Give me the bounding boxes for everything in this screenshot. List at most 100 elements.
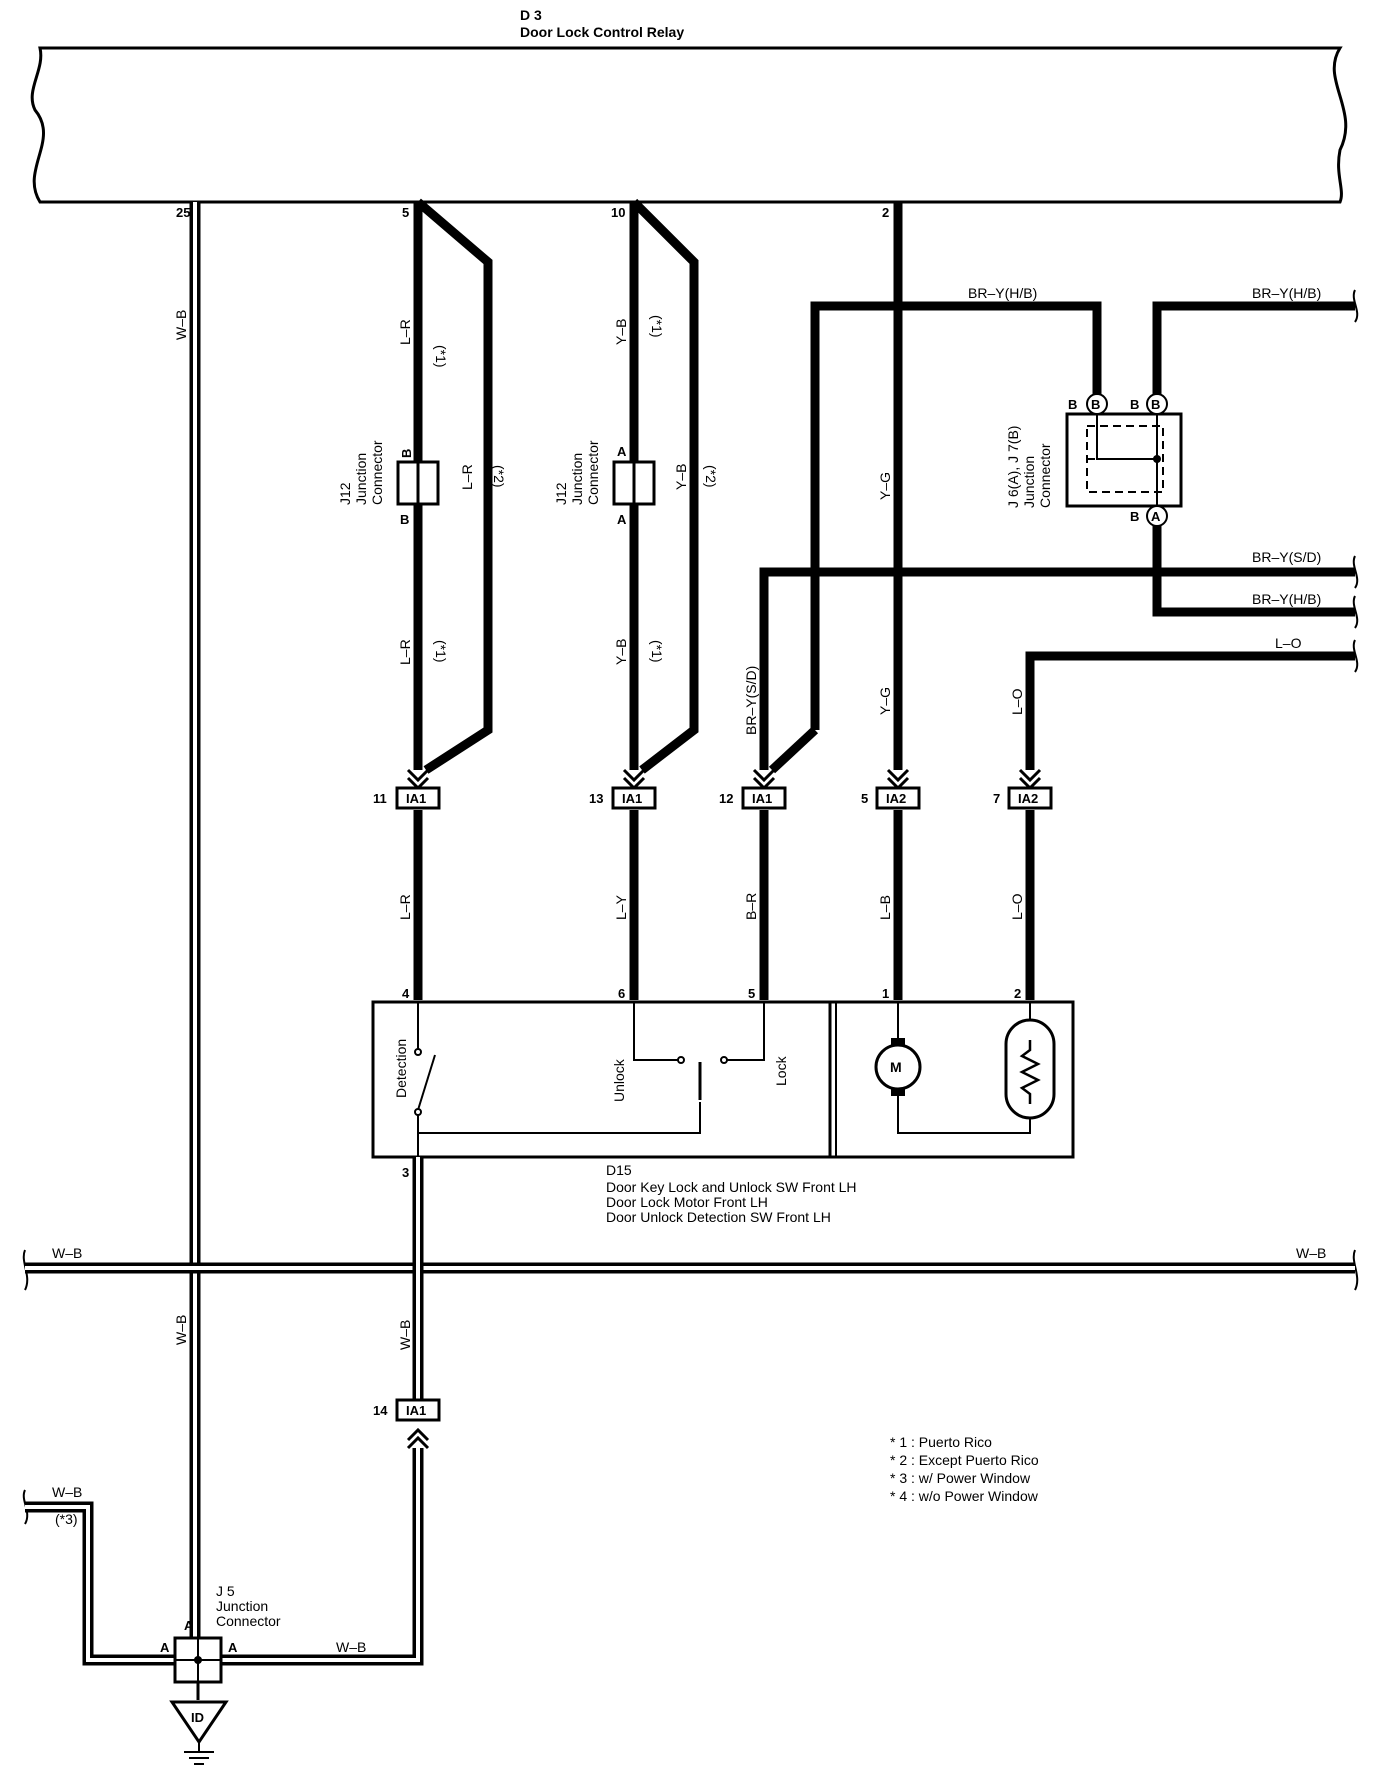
j12-2-pin-bottom: A [617, 512, 627, 527]
notes: * 1 : Puerto Rico * 2 : Except Puerto Ri… [890, 1434, 1039, 1504]
ia-connectors [395, 768, 1053, 810]
wire-label-wb-2: W–B [173, 1315, 189, 1345]
relay-pin-5: 5 [402, 205, 409, 220]
j12-2-l2: Connector [585, 440, 601, 505]
note-ref-wb-left: (*3) [55, 1511, 78, 1527]
ia-name-11: IA1 [406, 791, 426, 806]
relay-code: D 3 [520, 7, 542, 23]
d15-component [371, 1000, 1075, 1159]
j6-l2: Connector [1037, 443, 1053, 508]
note-3: * 3 : w/ Power Window [890, 1470, 1031, 1486]
ia-pin-13: 13 [589, 791, 603, 806]
j6-code: J 6(A), J 7(B) [1005, 426, 1021, 508]
wire-label-lo-3: L–O [1009, 893, 1025, 920]
wire-label-yb-2: Y–B [673, 464, 689, 490]
j12-2-pin-top: A [617, 444, 627, 459]
wire-label-wb-5: W–B [52, 1484, 82, 1500]
wire-wb-left [25, 1501, 175, 1666]
ia-name-12: IA1 [752, 791, 772, 806]
relay-pin-25: 25 [176, 205, 190, 220]
wire-label-lr-2: L–R [459, 464, 475, 490]
ia-pin-12: 12 [719, 791, 733, 806]
wire-label-wb-3: W–B [397, 1320, 413, 1350]
j12-1-pin-bottom: B [400, 512, 409, 527]
note-4: * 4 : w/o Power Window [890, 1488, 1039, 1504]
ia-name-7: IA2 [1018, 791, 1038, 806]
wire-bry [759, 301, 1355, 1000]
wire-label-lr-1: L–R [397, 319, 413, 345]
j6-pin-b-2: B [1151, 397, 1160, 412]
wire-label-lr-3: L–R [397, 639, 413, 665]
j12-2-l1: Junction [569, 453, 585, 505]
j6-side-b-1: B [1068, 397, 1077, 412]
note-ref-lr-2: (*2) [491, 465, 507, 488]
j5-pin-a-top: A [184, 1618, 194, 1633]
d15-line1: Door Key Lock and Unlock SW Front LH [606, 1179, 857, 1195]
wire-label-bry-sd-2: BR–Y(S/D) [743, 666, 759, 735]
j5-pin-a-left: A [160, 1640, 170, 1655]
d15-pin-2: 2 [1014, 986, 1021, 1001]
j5-l2: Connector [216, 1613, 281, 1629]
ia-pin-7: 7 [993, 791, 1000, 806]
note-ref-yb-2: (*2) [703, 465, 719, 488]
j12-1-code: J12 [337, 482, 353, 505]
ia-name-13: IA1 [622, 791, 642, 806]
ia-pin-5: 5 [861, 791, 868, 806]
j6-l1: Junction [1021, 456, 1037, 508]
wire-label-bry-sd-1: BR–Y(S/D) [1252, 549, 1321, 565]
j6-pin-a: A [1151, 509, 1161, 524]
note-ref-yb-3: (*1) [649, 640, 665, 663]
wire-label-wb-bus-1: W–B [52, 1245, 82, 1261]
relay-name: Door Lock Control Relay [520, 24, 684, 40]
j6-pin-b-1: B [1091, 397, 1100, 412]
note-ref-lr-1: (*1) [433, 345, 449, 368]
ground-symbol [169, 1700, 229, 1765]
wire-label-bry-hb-2: BR–Y(H/B) [1252, 285, 1321, 301]
wire-lo [1025, 651, 1355, 1000]
wire-label-yb-1: Y–B [613, 319, 629, 345]
j5-code: J 5 [216, 1583, 235, 1599]
ia-name-5: IA2 [886, 791, 906, 806]
j6-side-b-3: B [1130, 509, 1139, 524]
d15-pin-3: 3 [402, 1165, 409, 1180]
j5-pin-a-right: A [228, 1640, 238, 1655]
j6-j7-junction-connector [1065, 393, 1183, 527]
d15-pin-1: 1 [882, 986, 889, 1001]
j6-side-b-2: B [1130, 397, 1139, 412]
d15-lock-label: Lock [773, 1055, 789, 1086]
relay-pin-2: 2 [882, 205, 889, 220]
j12-1-l2: Connector [369, 440, 385, 505]
d15-detection-label: Detection [393, 1039, 409, 1098]
wire-label-wb-bus-2: W–B [1296, 1245, 1326, 1261]
wire-label-wb-1: W–B [173, 310, 189, 340]
d15-line3: Door Unlock Detection SW Front LH [606, 1209, 831, 1225]
note-ref-yb-1: (*1) [649, 315, 665, 338]
relay-pin-10: 10 [611, 205, 625, 220]
d15-pin-5: 5 [748, 986, 755, 1001]
wire-label-yg-1: Y–G [877, 472, 893, 500]
door-lock-control-relay: D 3 Door Lock Control Relay [30, 7, 1348, 204]
note-ref-lr-3: (*1) [433, 640, 449, 663]
j12-1-l1: Junction [353, 453, 369, 505]
note-1: * 1 : Puerto Rico [890, 1434, 992, 1450]
wire-label-lr-4: L–R [397, 894, 413, 920]
d15-pin-6: 6 [618, 986, 625, 1001]
ia-pin-11: 11 [373, 791, 387, 806]
wire-label-br: B–R [743, 893, 759, 920]
wire-label-bry-hb-1: BR–Y(H/B) [968, 285, 1037, 301]
wire-label-yg-2: Y–G [877, 687, 893, 715]
d15-pin-4: 4 [402, 986, 410, 1001]
d15-line2: Door Lock Motor Front LH [606, 1194, 768, 1210]
wire-label-bry-hb-3: BR–Y(H/B) [1252, 591, 1321, 607]
note-2: * 2 : Except Puerto Rico [890, 1452, 1039, 1468]
wire-label-wb-4: W–B [336, 1639, 366, 1655]
j12-1-pin-top: B [399, 449, 414, 458]
wire-wb-pin3 [220, 1157, 441, 1666]
wire-label-lb: L–B [877, 895, 893, 920]
d15-code: D15 [606, 1162, 632, 1178]
wire-label-ly: L–Y [613, 894, 629, 920]
d15-unlock-label: Unlock [611, 1058, 627, 1102]
wire-label-yb-3: Y–B [613, 639, 629, 665]
ia-pin-14: 14 [373, 1403, 388, 1418]
